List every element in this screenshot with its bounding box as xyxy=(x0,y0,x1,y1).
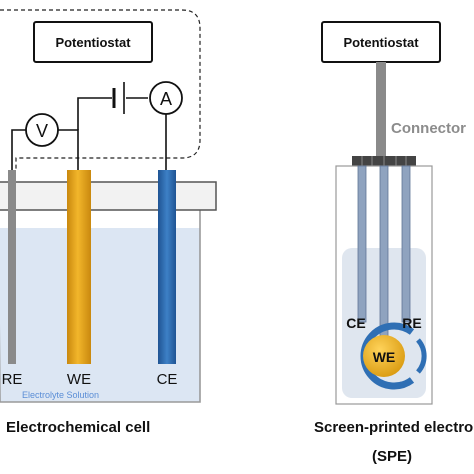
ammeter-icon xyxy=(149,81,183,115)
beaker xyxy=(0,206,201,403)
battery-icon xyxy=(112,82,125,114)
ammeter-label: A xyxy=(160,89,172,109)
circuit-wires xyxy=(11,97,167,172)
connector-label: Connector xyxy=(391,120,466,137)
electrochemical-cell: Potentiostat V A xyxy=(0,9,217,436)
cell-lid xyxy=(0,181,217,211)
spe-working-electrode xyxy=(363,335,405,377)
spe-track-ce xyxy=(357,165,367,323)
dashed-enclosure xyxy=(0,9,201,170)
re-label-right: RE xyxy=(402,315,421,331)
ce-label-right: CE xyxy=(346,315,365,331)
voltmeter-icon xyxy=(25,113,59,147)
screen-printed-electrode: Potentiostat Connector CE RE WE Screen-p… xyxy=(314,21,473,465)
caption-left: Electrochemical cell xyxy=(6,419,150,436)
spe-reference-electrode xyxy=(416,338,427,374)
reference-electrode xyxy=(8,170,16,364)
caption-right-line2: (SPE) xyxy=(372,448,412,465)
caption-right-line1: Screen-printed electro xyxy=(314,419,473,436)
solution-label: Electrolyte Solution xyxy=(22,390,99,400)
ce-label-left: CE xyxy=(157,371,178,388)
we-label-left: WE xyxy=(67,371,91,388)
potentiostat-label-left: Potentiostat xyxy=(55,35,131,50)
we-label-right: WE xyxy=(373,349,396,365)
spe-track-re xyxy=(401,165,411,323)
counter-electrode xyxy=(158,170,176,364)
potentiostat-box-left xyxy=(33,21,153,63)
re-label-left: RE xyxy=(2,371,23,388)
cable xyxy=(376,62,386,158)
spe-track-we xyxy=(379,165,389,337)
working-electrode xyxy=(67,170,91,364)
potentiostat-label-right: Potentiostat xyxy=(343,35,419,50)
voltmeter-label: V xyxy=(36,121,48,141)
